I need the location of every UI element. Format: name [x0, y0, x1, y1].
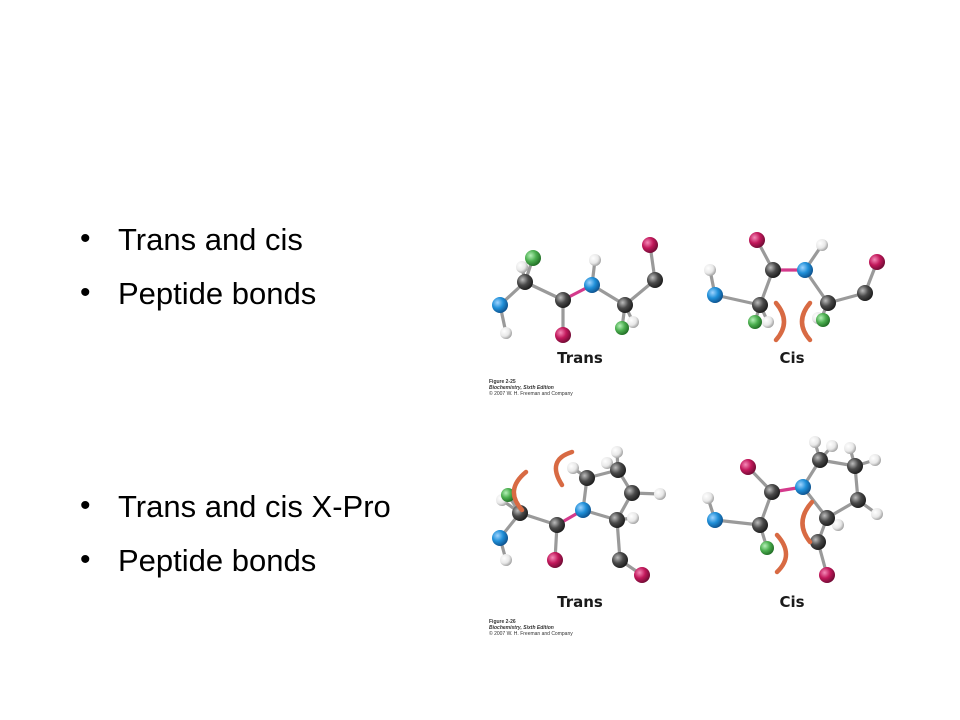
carbon-atom — [549, 517, 565, 533]
hydrogen-atom — [500, 327, 512, 339]
hydrogen-atom — [654, 488, 666, 500]
carbon-atom — [752, 297, 768, 313]
r-group-atom — [501, 488, 515, 502]
hydrogen-atom — [869, 454, 881, 466]
hydrogen-atom — [816, 239, 828, 251]
hydrogen-atom — [844, 442, 856, 454]
hydrogen-atom — [627, 316, 639, 328]
oxygen-atom — [749, 232, 765, 248]
trans-molecule — [492, 237, 663, 343]
figure-caption-copyright: © 2007 W. H. Freeman and Company — [489, 390, 573, 397]
cis-xpro-label: Cis — [779, 593, 804, 611]
nitrogen-atom — [575, 502, 591, 518]
figure-caption-copyright: © 2007 W. H. Freeman and Company — [489, 630, 573, 637]
oxygen-atom — [634, 567, 650, 583]
carbon-atom — [609, 512, 625, 528]
cis-xpro-molecule — [702, 436, 883, 583]
bullet-item: • Trans and cis — [80, 212, 316, 266]
nitrogen-atom — [584, 277, 600, 293]
r-group-atom — [525, 250, 541, 266]
nitrogen-atom — [707, 512, 723, 528]
carbon-atom — [752, 517, 768, 533]
hydrogen-atom — [702, 492, 714, 504]
steric-clash-marker — [553, 449, 575, 488]
bullet-dot: • — [80, 543, 91, 576]
carbon-atom — [847, 458, 863, 474]
hydrogen-atom — [762, 316, 774, 328]
bullet-dot: • — [80, 276, 91, 309]
steric-clash-marker — [773, 300, 787, 343]
figure-caption-source: Biochemistry, Sixth Edition — [489, 625, 554, 631]
hydrogen-atom — [589, 254, 601, 266]
cis-molecule — [704, 232, 885, 343]
hydrogen-atom — [871, 508, 883, 520]
bullet-text: Peptide bonds — [118, 275, 317, 311]
r-group-atom — [748, 315, 762, 329]
hydrogen-atom — [704, 264, 716, 276]
carbon-atom — [647, 272, 663, 288]
bullet-dot: • — [80, 489, 91, 522]
figure-xpro-peptide-bonds: Trans Cis Figure 2-26 Biochemistry, Sixt… — [489, 436, 883, 637]
carbon-atom — [764, 484, 780, 500]
hydrogen-atom — [826, 440, 838, 452]
figure-caption-source: Biochemistry, Sixth Edition — [489, 385, 554, 391]
nitrogen-atom — [492, 530, 508, 546]
carbon-atom — [819, 510, 835, 526]
r-group-atom — [816, 313, 830, 327]
trans-xpro-molecule — [492, 446, 666, 583]
carbon-atom — [617, 297, 633, 313]
oxygen-atom — [555, 327, 571, 343]
trans-label: Trans — [557, 349, 603, 367]
carbon-atom — [857, 285, 873, 301]
carbon-atom — [555, 292, 571, 308]
nitrogen-atom — [492, 297, 508, 313]
hydrogen-atom — [832, 519, 844, 531]
oxygen-atom — [547, 552, 563, 568]
carbon-atom — [624, 485, 640, 501]
steric-clash-marker — [800, 499, 815, 545]
hydrogen-atom — [601, 457, 613, 469]
figure-caption-number: Figure 2-25 — [489, 379, 516, 385]
bullet-item: • Peptide bonds — [80, 533, 391, 587]
bullet-list-top: • Trans and cis • Peptide bonds — [80, 212, 316, 320]
carbon-atom — [812, 452, 828, 468]
carbon-atom — [820, 295, 836, 311]
hydrogen-atom — [627, 512, 639, 524]
hydrogen-atom — [809, 436, 821, 448]
oxygen-atom — [642, 237, 658, 253]
figure-peptide-bonds: Trans Cis Figure 2-25 Biochemistry, Sixt… — [489, 232, 885, 397]
carbon-atom — [850, 492, 866, 508]
carbon-atom — [517, 274, 533, 290]
bullet-text: Trans and cis X-Pro — [118, 488, 391, 524]
r-group-atom — [760, 541, 774, 555]
carbon-atom — [610, 462, 626, 478]
r-group-atom — [615, 321, 629, 335]
cis-label: Cis — [779, 349, 804, 367]
steric-clash-marker — [511, 469, 529, 513]
carbon-atom — [612, 552, 628, 568]
bullet-item: • Trans and cis X-Pro — [80, 479, 391, 533]
hydrogen-atom — [516, 261, 528, 273]
bullet-item: • Peptide bonds — [80, 266, 316, 320]
steric-clash-marker — [774, 532, 789, 575]
hydrogen-atom — [567, 462, 579, 474]
oxygen-atom — [819, 567, 835, 583]
hydrogen-atom — [500, 554, 512, 566]
steric-clash-marker — [799, 300, 813, 343]
hydrogen-atom — [611, 446, 623, 458]
bullet-text: Trans and cis — [118, 221, 303, 257]
carbon-atom — [810, 534, 826, 550]
bullet-list-bottom: • Trans and cis X-Pro • Peptide bonds — [80, 479, 391, 587]
carbon-atom — [579, 470, 595, 486]
bullet-dot: • — [80, 222, 91, 255]
oxygen-atom — [740, 459, 756, 475]
nitrogen-atom — [795, 479, 811, 495]
figure-caption-number: Figure 2-26 — [489, 619, 516, 625]
nitrogen-atom — [707, 287, 723, 303]
bullet-text: Peptide bonds — [118, 542, 317, 578]
nitrogen-atom — [797, 262, 813, 278]
oxygen-atom — [869, 254, 885, 270]
carbon-atom — [765, 262, 781, 278]
trans-xpro-label: Trans — [557, 593, 603, 611]
